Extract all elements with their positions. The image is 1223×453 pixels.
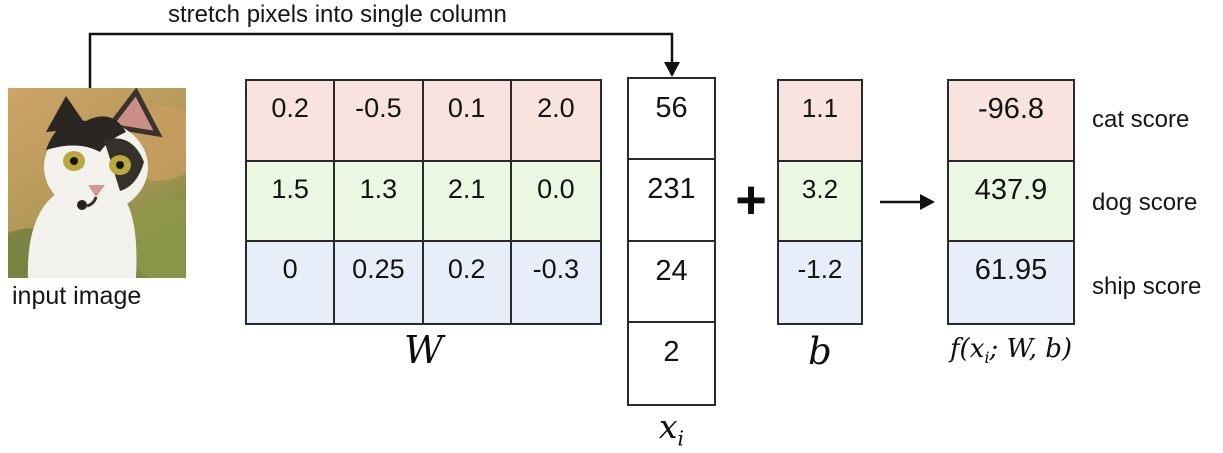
f-label-subscript: i — [984, 348, 990, 368]
x-cell: 24 — [629, 241, 714, 323]
score-function-label: f(xi; W, b) — [927, 334, 1095, 367]
f-label-post: ; W, b) — [989, 334, 1073, 364]
score-cell: 437.9 — [949, 161, 1073, 243]
w-cell: 0.2 — [423, 242, 512, 323]
f-label-pre: f(x — [949, 334, 985, 364]
bias-vector-label: b — [808, 330, 832, 373]
w-cell: 0.0 — [511, 161, 600, 243]
w-cell: 2.1 — [423, 161, 512, 243]
w-cell: -0.3 — [511, 242, 600, 323]
b-cell: 3.2 — [779, 161, 861, 243]
w-cell: 0 — [247, 242, 336, 323]
w-cell: 0.25 — [335, 242, 424, 323]
bias-vector: 1.1 3.2 -1.2 — [777, 79, 863, 325]
xi-label-subscript: i — [677, 426, 685, 451]
ship-score-label: ship score — [1092, 273, 1202, 300]
weight-matrix: 0.2 -0.5 0.1 2.0 1.5 1.3 2.1 0.0 0 0.25 … — [245, 79, 602, 325]
x-cell: 2 — [629, 322, 714, 404]
score-cell: 61.95 — [949, 242, 1073, 323]
xi-label-base: x — [658, 407, 678, 446]
x-cell: 56 — [629, 79, 714, 161]
b-cell: -1.2 — [779, 242, 861, 323]
w-cell: -0.5 — [335, 81, 424, 162]
result-arrowhead-icon — [920, 194, 935, 210]
dog-score-label: dog score — [1092, 189, 1198, 216]
weight-matrix-label: W — [403, 328, 444, 372]
input-image-label: input image — [12, 282, 142, 310]
w-cell: 0.2 — [247, 81, 336, 162]
input-vector-label: xi — [627, 407, 716, 451]
x-cell: 231 — [629, 160, 714, 242]
score-vector: -96.8 437.9 61.95 — [947, 79, 1075, 325]
w-cell: 0.1 — [423, 81, 512, 162]
score-cell: -96.8 — [949, 81, 1073, 162]
plus-operator: + — [735, 170, 767, 230]
stretch-arrowhead-icon — [664, 62, 680, 77]
w-cell: 1.5 — [247, 161, 336, 243]
cat-illustration-icon — [0, 87, 210, 292]
input-image-photo — [0, 87, 210, 292]
stretch-annotation: stretch pixels into single column — [168, 1, 507, 28]
w-cell: 2.0 — [511, 81, 600, 162]
b-cell: 1.1 — [779, 81, 861, 162]
w-cell: 1.3 — [335, 161, 424, 243]
input-pixel-vector: 56 231 24 2 — [627, 77, 716, 406]
cat-score-label: cat score — [1092, 106, 1190, 133]
